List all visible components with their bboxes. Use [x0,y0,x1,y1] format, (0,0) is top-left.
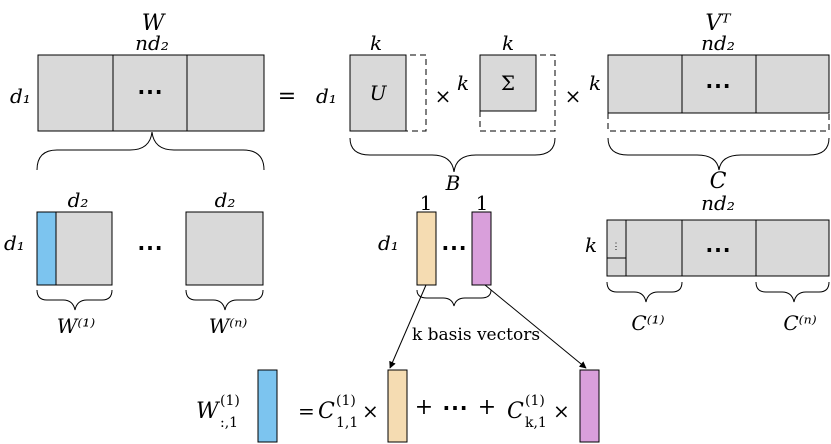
brace-w [36,131,265,171]
eq-times-2: × [553,399,570,423]
eq-times-1: × [362,399,379,423]
w1-first-column [36,211,57,286]
w-cols-label: nd₂ [135,31,169,55]
blocks-ellipsis: ⋯ [137,233,163,263]
w1-cols-label: d₂ [68,188,89,212]
eq-coef1-sub: 1,1 [336,415,358,431]
arrow-first-basis [389,284,427,369]
wn-block [185,211,264,286]
wn-cols-label: d₂ [215,188,236,212]
brace-b [349,137,556,173]
eq-equals: = [298,399,315,423]
w-ellipsis: ⋯ [137,77,163,107]
b-ellipsis: ⋯ [441,233,467,263]
u-rows-label: d₁ [316,84,337,108]
b-last-width-label: 1 [476,191,489,215]
wn-label: W⁽ⁿ⁾ [209,314,248,338]
eq-orange-column [387,369,408,443]
c-label: C [710,169,727,194]
w-rows-label: d₁ [10,84,31,108]
eq-blue-column [257,369,278,443]
eq-coefk-sub: k,1 [525,415,547,431]
c1-label: C⁽¹⁾ [631,311,664,335]
basis-caption: k basis vectors [412,325,540,345]
brace-c1 [606,281,683,303]
c-first-column-dots: ⋮ [612,242,621,252]
u-k-label: k [370,31,382,55]
eq-lhs-sub: :,1 [220,415,238,431]
brace-c [607,137,830,171]
b-first-vector [416,211,437,286]
vt-label: Vᵀ [705,11,732,36]
eq-coefk: C [507,399,524,424]
vt-ellipsis: ⋯ [705,71,731,101]
times-2: × [565,84,582,108]
cn-label: C⁽ⁿ⁾ [783,311,816,335]
c-ellipsis: ⋯ [705,235,731,265]
sigma-label: Σ [501,71,515,95]
eq-coef1: C [318,399,335,424]
eq-plus-1: + [415,395,433,420]
eq-ellipsis: ⋯ [442,393,468,423]
w1-label: W⁽¹⁾ [57,314,95,338]
w-matrix [37,54,265,132]
vt-matrix [607,54,830,114]
arrow-last-basis [484,284,587,369]
u-label: U [370,81,388,105]
sigma-k-label-left: k [457,71,469,95]
eq-coef1-sup: (1) [336,393,356,409]
w1-rows-label: d₁ [4,231,25,255]
c-cols-label: nd₂ [701,191,735,215]
c-first-column [606,219,627,277]
eq-purple-column [579,369,600,443]
b-first-width-label: 1 [420,191,433,215]
brace-cn [755,281,830,303]
brace-wn [185,289,264,311]
sigma-k-label-top: k [502,31,514,55]
eq-lhs: W [196,399,221,424]
u-matrix [349,54,407,132]
vt-k-label: k [589,71,601,95]
equals-sign: = [278,84,296,109]
b-rows-label: d₁ [378,231,399,255]
brace-basis [416,289,492,307]
eq-plus-2: + [478,395,496,420]
w-label: W [142,11,167,36]
eq-coefk-sup: (1) [525,393,545,409]
b-last-vector [471,211,492,286]
sigma-matrix [479,54,537,112]
eq-lhs-sup: (1) [220,393,240,409]
c-rows-label: k [585,233,597,257]
b-label: B [445,171,461,195]
brace-w1 [36,289,113,311]
times-1: × [435,84,452,108]
vt-cols-label: nd₂ [701,31,735,55]
